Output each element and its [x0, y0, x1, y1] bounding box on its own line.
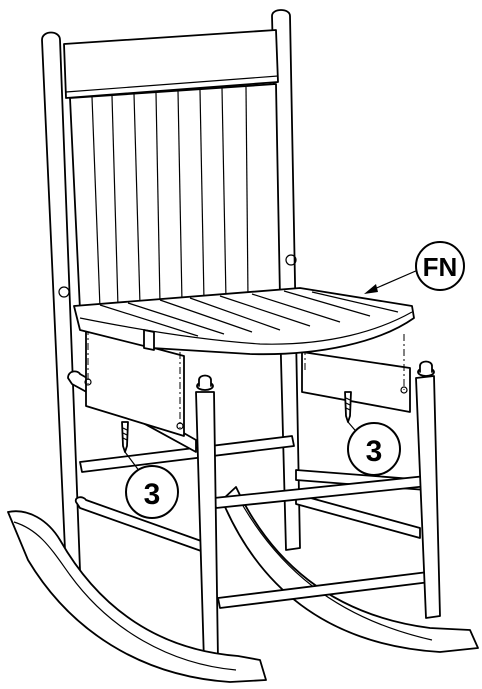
seat-rail-right: [301, 334, 411, 413]
callout-screw-left: 3: [125, 465, 179, 519]
front-leg-left: [195, 374, 219, 663]
bolt-hole-left: [58, 286, 70, 298]
callout-screw-left-count: 3: [144, 478, 161, 511]
front-rocker: [7, 510, 267, 683]
screw-left: [121, 421, 141, 473]
screw-hole: [176, 422, 184, 430]
fn-leader-arrow: [364, 269, 419, 294]
backrest-slats: [69, 83, 281, 311]
bolt-hole-right: [285, 254, 297, 266]
seat-rail-left: [67, 328, 197, 453]
top-back-rail: [63, 29, 279, 99]
front-leg-right: [415, 360, 441, 619]
callout-fn: FN: [415, 241, 465, 291]
back-post-right: [271, 9, 301, 551]
callout-screw-right-count: 3: [366, 435, 383, 468]
seat-assembly: [73, 287, 415, 356]
front-stretchers: [74, 475, 431, 609]
screw-hole: [84, 378, 92, 386]
screw-right: [344, 391, 361, 437]
callout-fn-label: FN: [423, 252, 458, 282]
screw-hole: [400, 386, 408, 394]
callout-screw-right: 3: [347, 422, 401, 476]
back-post-left: [41, 31, 81, 573]
